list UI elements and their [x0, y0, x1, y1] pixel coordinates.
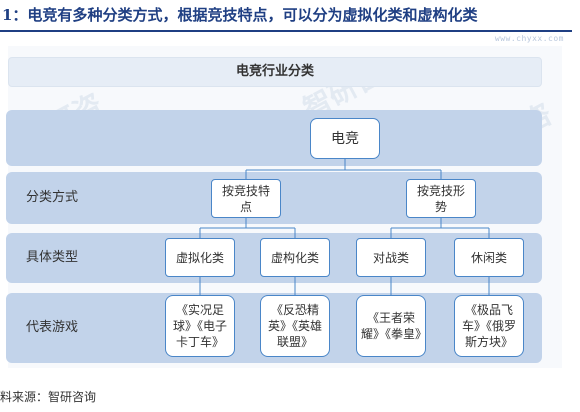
games-label: 《反恐精英》《英雄联盟》: [267, 303, 322, 349]
root-node: 电竞: [310, 118, 380, 159]
root-label: 电竞: [331, 130, 359, 147]
method-label: 按竞技特点: [221, 183, 270, 214]
games-node-battle: 《王者荣耀》《拳皇》: [356, 295, 428, 357]
type-label: 虚拟化类: [175, 250, 224, 265]
row-label-games: 代表游戏: [26, 320, 79, 335]
diagram-header: 电竞行业分类: [8, 57, 542, 87]
games-node-fictional: 《反恐精英》《英雄联盟》: [260, 295, 330, 357]
type-label: 虚构化类: [270, 250, 319, 265]
method-label: 按竞技形势: [416, 183, 465, 214]
method-node-competitive-features: 按竞技特点: [211, 179, 281, 218]
watermark-url: www.chyxx.com: [494, 34, 564, 43]
type-node-casual: 休闲类: [454, 238, 524, 277]
source-note: 料来源：智研咨询: [0, 390, 97, 404]
games-label: 《王者荣耀》《拳皇》: [361, 311, 428, 341]
games-label: 《极品飞车》《俄罗斯方块》: [461, 303, 516, 349]
games-node-virtual: 《实况足球》《电子卡丁车》: [165, 295, 235, 357]
games-label: 《实况足球》《电子卡丁车》: [172, 303, 227, 349]
figure-title: 1：电竞有多种分类方式，根据竞技特点，可以分为虚拟化类和虚构化类: [2, 6, 478, 24]
row-label-type: 具体类型: [26, 250, 79, 265]
row-label-classification: 分类方式: [26, 190, 79, 205]
type-node-battle: 对战类: [356, 238, 426, 277]
games-node-casual: 《极品飞车》《俄罗斯方块》: [454, 295, 524, 357]
method-node-competitive-form: 按竞技形势: [406, 179, 476, 218]
title-rule: [0, 30, 572, 32]
type-label: 对战类: [372, 250, 409, 265]
type-node-fictional: 虚构化类: [260, 238, 330, 277]
type-label: 休闲类: [470, 250, 507, 265]
band-root: [6, 110, 542, 166]
type-node-virtual: 虚拟化类: [165, 238, 235, 277]
